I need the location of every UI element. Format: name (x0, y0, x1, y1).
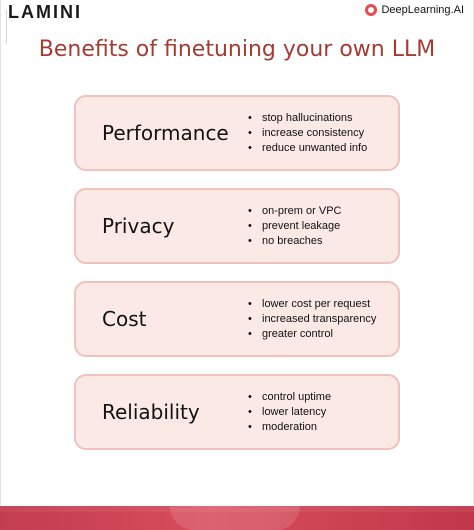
benefit-bullet-item: lower latency (248, 405, 331, 420)
benefit-card-reliability: Reliability control uptime lower latency… (74, 374, 400, 450)
benefit-bullet-item: prevent leakage (248, 219, 341, 234)
benefit-bullets: control uptime lower latency moderation (248, 390, 331, 435)
slide-title: Benefits of finetuning your own LLM (38, 37, 436, 62)
benefit-card-title: Performance (102, 121, 229, 145)
benefit-bullet-item: moderation (248, 420, 331, 435)
corner-mark (0, 10, 7, 44)
benefit-bullet-item: on-prem or VPC (248, 204, 341, 219)
deeplearning-ai-text: DeepLearning.AI (381, 4, 464, 16)
benefit-card-title: Reliability (102, 400, 200, 424)
benefit-bullet-item: reduce unwanted info (248, 141, 367, 156)
deeplearning-ai-logo: DeepLearning.AI (365, 4, 464, 16)
benefit-bullet-item: increase consistency (248, 126, 367, 141)
benefit-bullet-item: no breaches (248, 234, 341, 249)
benefit-card-title: Privacy (102, 214, 175, 238)
benefit-bullets: stop hallucinations increase consistency… (248, 111, 367, 156)
benefit-bullet-item: control uptime (248, 390, 331, 405)
benefit-card-performance: Performance stop hallucinations increase… (74, 95, 400, 171)
benefit-card-title: Cost (102, 307, 147, 331)
benefit-bullets: lower cost per request increased transpa… (248, 297, 376, 342)
deeplearning-ai-logo-icon (365, 4, 378, 16)
benefit-card-privacy: Privacy on-prem or VPC prevent leakage n… (74, 188, 400, 264)
lamini-logo: LAMINI (8, 2, 82, 22)
benefit-bullet-item: greater control (248, 327, 376, 342)
footer-band (0, 506, 474, 530)
benefit-card-cost: Cost lower cost per request increased tr… (74, 281, 400, 357)
benefit-bullets: on-prem or VPC prevent leakage no breach… (248, 204, 341, 249)
benefit-bullet-item: stop hallucinations (248, 111, 367, 126)
benefit-bullet-item: lower cost per request (248, 297, 376, 312)
benefit-bullet-item: increased transparency (248, 312, 376, 327)
